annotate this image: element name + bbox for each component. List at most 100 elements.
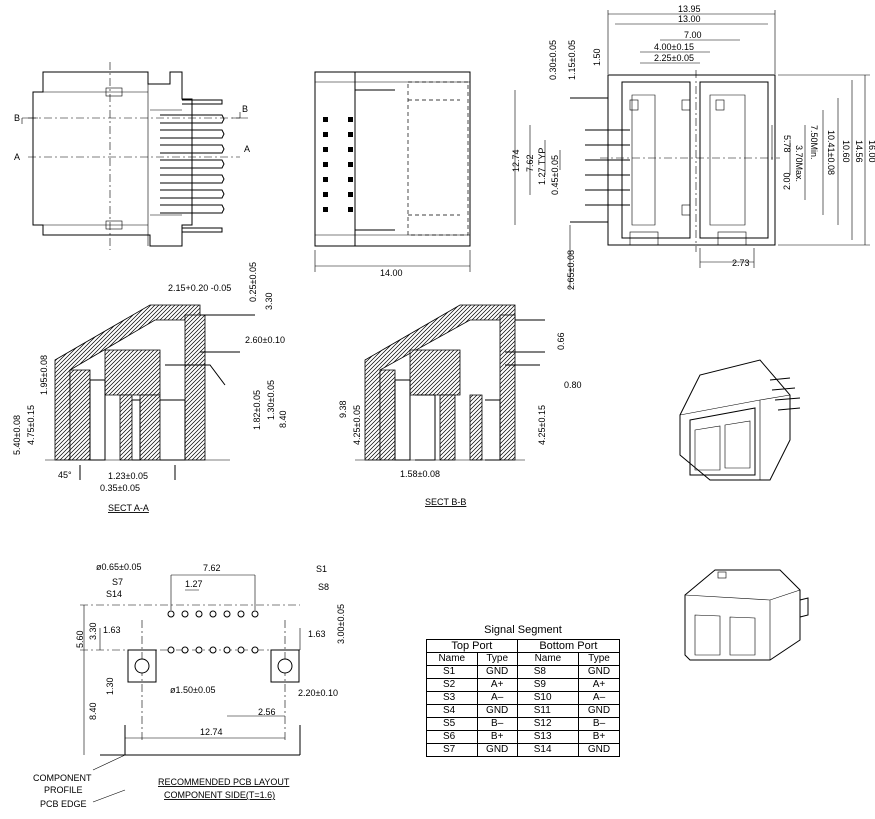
- table-cell: B–: [476, 717, 518, 731]
- table-cell: S1: [426, 665, 478, 679]
- dim-7-50min: 7.50Min.: [809, 125, 819, 160]
- pcb-layout-title: RECOMMENDED PCB LAYOUT: [158, 777, 290, 787]
- dim-10-60: 10.60: [841, 140, 851, 163]
- dim-0-35: 0.35±0.05: [100, 483, 140, 493]
- table-cell: S4: [426, 704, 478, 718]
- section-a-title: SECT A-A: [108, 503, 149, 513]
- port-front-pins: [570, 97, 630, 223]
- dim-0-30: 0.30±0.05: [548, 40, 558, 80]
- section-a-a: 2.15+0.20 -0.05 0.25±0.05 3.30 2.60±0.10…: [12, 262, 288, 513]
- table-cell: A–: [578, 691, 620, 705]
- pcb-dim-2-56: 2.56: [258, 707, 276, 717]
- dim-16-00: 16.00: [867, 140, 875, 163]
- isometric-view-front: [679, 359, 801, 481]
- section-marker-a-right: A: [244, 144, 250, 154]
- dim-2-00: 2.00: [782, 172, 792, 190]
- section-b-title: SECT B-B: [425, 497, 466, 507]
- table-cell: S11: [516, 704, 580, 718]
- dim-14-00: 14.00: [380, 268, 403, 278]
- dim-4-25-right: 4.25±0.15: [537, 405, 547, 445]
- table-cell: S14: [516, 743, 580, 757]
- pcb-dim-12-74: 12.74: [200, 727, 223, 737]
- dim-5-78: 5.78: [782, 135, 792, 153]
- pcb-signal-holes: [167, 610, 259, 654]
- component-profile-line2: PROFILE: [44, 785, 83, 795]
- dim-3-30: 3.30: [264, 292, 274, 310]
- dim-1-82: 1.82±0.05: [252, 390, 262, 430]
- table-cell: B+: [476, 730, 518, 744]
- dim-0-66: 0.66: [556, 332, 566, 350]
- pcb-layout-subtitle: COMPONENT SIDE(T=1.6): [164, 790, 275, 800]
- pcb-edge-label: PCB EDGE: [40, 799, 87, 809]
- table-cell: GND: [476, 704, 518, 718]
- table-cell: B+: [578, 730, 620, 744]
- dim-1-58: 1.58±0.08: [400, 469, 440, 479]
- section-b-b: 0.66 0.80 9.38 4.25±0.05 4.25±0.15 1.58±…: [338, 304, 582, 507]
- table-cell: GND: [476, 665, 518, 679]
- section-marker-b-left: B: [14, 113, 20, 123]
- pcb-dim-3-30: 3.30: [88, 622, 98, 640]
- pcb-label-s14: S14: [106, 589, 122, 599]
- pcb-label-s8: S8: [318, 582, 329, 592]
- table-cell: A–: [476, 691, 518, 705]
- front-view-pin-holes: [323, 117, 353, 212]
- dim-8-40: 8.40: [278, 410, 288, 428]
- table-cell: GND: [578, 665, 620, 679]
- signal-table-title: Signal Segment: [484, 624, 562, 636]
- pcb-dim-1-63-left: 1.63: [103, 625, 121, 635]
- pcb-dim-mount-hole: ø1.50±0.05: [170, 685, 215, 695]
- table-cell: S3: [426, 691, 478, 705]
- front-view: 14.00: [314, 71, 471, 278]
- component-profile-line1: COMPONENT: [33, 773, 92, 783]
- dim-2-65: 2.65±0.08: [566, 250, 576, 290]
- table-cell: S12: [516, 717, 580, 731]
- dim-2-73: 2.73: [732, 258, 750, 268]
- pcb-dim-7-62: 7.62: [203, 563, 221, 573]
- pcb-dim-1-30: 1.30: [105, 677, 115, 695]
- table-cell: S9: [516, 678, 580, 692]
- dim-7-00: 7.00: [684, 30, 702, 40]
- table-cell: S6: [426, 730, 478, 744]
- side-view: B B A A: [14, 62, 250, 250]
- table-row: S6 B+ S13 B+: [426, 730, 620, 744]
- dim-7-62: 7.62: [525, 154, 535, 172]
- table-cell: S7: [426, 743, 478, 757]
- dim-1-23: 1.23±0.05: [108, 471, 148, 481]
- dim-1-30: 1.30±0.05: [266, 380, 276, 420]
- dim-0-25: 0.25±0.05: [248, 262, 258, 302]
- pcb-dim-2-20: 2.20±0.10: [298, 688, 338, 698]
- table-cell: B–: [578, 717, 620, 731]
- bottom-port-header: Bottom Port: [516, 639, 621, 653]
- pcb-dim-1-27: 1.27: [185, 579, 203, 589]
- section-marker-a-left: A: [14, 152, 20, 162]
- table-row: S1 GND S8 GND: [426, 665, 620, 679]
- dim-9-38: 9.38: [338, 400, 348, 418]
- dim-1-27-typ: 1.27 TYP: [537, 148, 547, 185]
- col-type-bottom: Type: [578, 652, 620, 666]
- dim-5-40: 5.40±0.08: [12, 415, 22, 455]
- col-name-bottom: Name: [516, 652, 580, 666]
- pcb-label-s1: S1: [316, 564, 327, 574]
- pcb-label-s7: S7: [112, 577, 123, 587]
- table-row: S4 GND S11 GND: [426, 704, 620, 718]
- dim-3-70max: 3.70Max.: [794, 145, 804, 182]
- pcb-layout: ø0.65±0.05 S7 S14 7.62 1.27 S1 S8 5.60 3…: [33, 562, 346, 809]
- signal-table-grid: Top Port Bottom Port Name Type Name Type…: [426, 639, 621, 757]
- table-cell: S2: [426, 678, 478, 692]
- dim-2-15: 2.15+0.20 -0.05: [168, 283, 231, 293]
- dim-2-60: 2.60±0.10: [245, 335, 285, 345]
- signal-segment-table: Signal Segment Top Port Bottom Port Name…: [426, 624, 621, 757]
- dim-13-95: 13.95: [678, 4, 701, 14]
- isometric-view-rear: [684, 569, 809, 661]
- table-cell: GND: [476, 743, 518, 757]
- dim-1-50: 1.50: [592, 48, 602, 66]
- table-cell: S8: [516, 665, 580, 679]
- dim-10-41: 10.41±0.08: [826, 130, 836, 175]
- table-cell: S13: [516, 730, 580, 744]
- table-row: S7 GND S14 GND: [426, 743, 620, 757]
- section-marker-b-right: B: [242, 104, 248, 114]
- pcb-dim-8-40: 8.40: [88, 702, 98, 720]
- table-cell: A+: [578, 678, 620, 692]
- table-cell: S5: [426, 717, 478, 731]
- pcb-mount-pads: [127, 649, 300, 683]
